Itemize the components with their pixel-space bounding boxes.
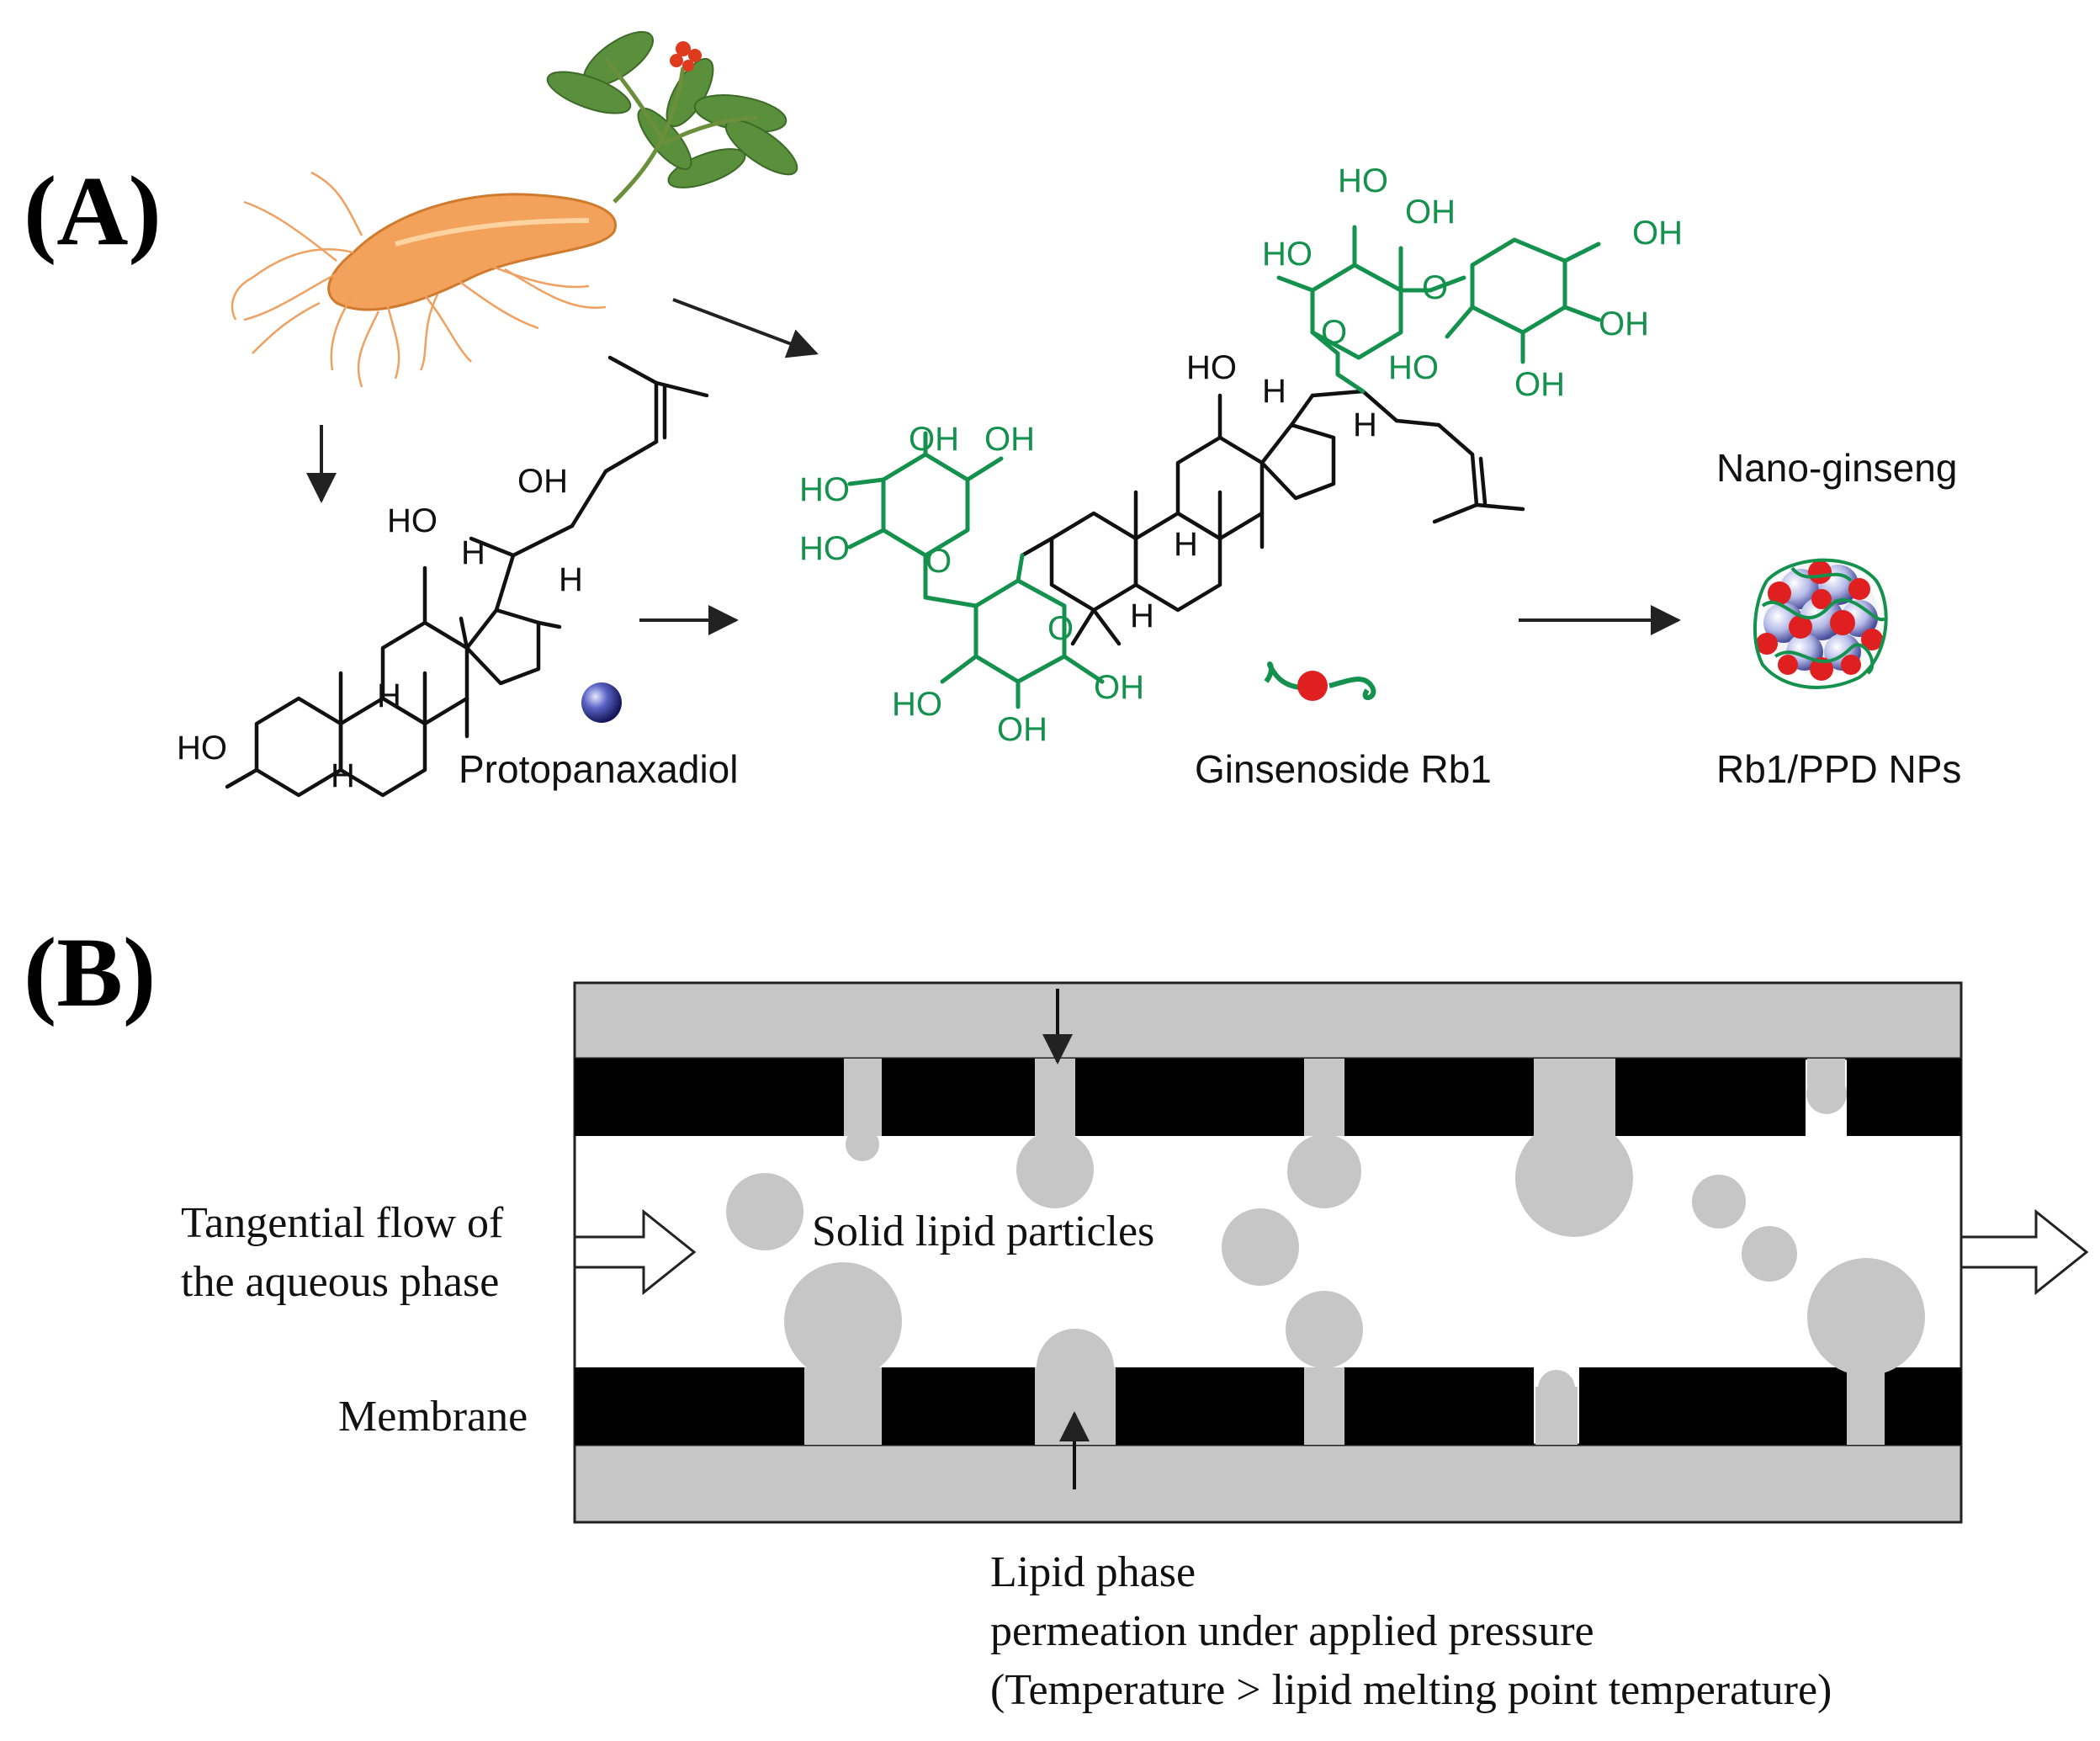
nano-ginseng-title: Nano-ginseng: [1716, 446, 1957, 490]
membrane-label: Membrane: [338, 1393, 528, 1441]
bottom-lipid-reservoir: [573, 1443, 1963, 1524]
svg-text:O: O: [1321, 314, 1347, 351]
svg-text:O: O: [1047, 610, 1074, 647]
bottom-pores: [784, 1258, 1925, 1445]
bottom-membrane: [575, 1367, 1961, 1445]
svg-text:OH: OH: [517, 463, 568, 500]
rb1-molecule-icon: [1264, 661, 1376, 701]
ppd-label: Protopanaxadiol: [459, 747, 738, 791]
particles-label: Solid lipid particles: [812, 1208, 1154, 1255]
svg-text:HO: HO: [1186, 349, 1237, 386]
svg-text:H: H: [331, 757, 355, 794]
svg-text:OH: OH: [1599, 305, 1649, 342]
svg-text:OH: OH: [1094, 669, 1144, 706]
svg-text:H: H: [1130, 597, 1154, 634]
ppd-sphere-icon: [581, 682, 622, 723]
svg-text:HO: HO: [1262, 236, 1312, 273]
svg-text:H: H: [461, 534, 485, 571]
lipid-phase-line-3: (Temperature > lipid melting point tempe…: [990, 1666, 1832, 1714]
svg-text:OH: OH: [909, 421, 959, 458]
nanoparticle-label: Rb1/PPD NPs: [1716, 747, 1961, 791]
svg-text:O: O: [925, 543, 952, 580]
svg-text:H: H: [1262, 373, 1286, 410]
svg-text:H: H: [559, 561, 583, 598]
flow-label-line-1: Tangential flow of: [181, 1199, 504, 1247]
svg-text:HO: HO: [1388, 349, 1439, 386]
membrane-device: [573, 981, 1963, 1524]
panel-b-label: (B): [24, 917, 156, 1027]
ginsenoside-rb1-structure: HO H H H H: [799, 162, 1683, 748]
svg-text:OH: OH: [1405, 194, 1456, 231]
svg-text:OH: OH: [1514, 366, 1565, 403]
top-pores: [844, 1059, 1847, 1237]
rb1-label: Ginsenoside Rb1: [1195, 747, 1492, 791]
svg-text:HO: HO: [387, 502, 438, 539]
svg-text:HO: HO: [892, 686, 942, 723]
outlet-flow-arrow: [1959, 1208, 2089, 1296]
top-lipid-reservoir: [573, 981, 1963, 1060]
inlet-flow-arrow: [573, 1208, 697, 1296]
flow-label-line-2: the aqueous phase: [181, 1258, 499, 1306]
svg-text:HO: HO: [1338, 162, 1388, 199]
svg-text:H: H: [377, 677, 401, 714]
svg-text:OH: OH: [1632, 215, 1683, 252]
solid-lipid-particles: [726, 1173, 1797, 1286]
svg-text:HO: HO: [177, 730, 227, 767]
svg-text:HO: HO: [799, 471, 850, 508]
svg-text:HO: HO: [799, 530, 850, 567]
nanoparticle-icon: [1753, 558, 1888, 689]
ginseng-root-illustration: [231, 30, 798, 388]
svg-text:H: H: [1174, 526, 1198, 563]
top-membrane: [575, 1059, 1961, 1136]
svg-text:OH: OH: [984, 421, 1035, 458]
protopanaxadiol-structure: HO HO OH H H H H: [177, 355, 709, 798]
lipid-phase-line-2: permeation under applied pressure: [990, 1607, 1594, 1655]
lipid-phase-line-1: Lipid phase: [990, 1548, 1196, 1596]
svg-text:OH: OH: [997, 711, 1047, 748]
svg-text:H: H: [1353, 406, 1377, 443]
arrow-root-to-rb1: [672, 298, 819, 358]
svg-text:O: O: [1422, 269, 1448, 306]
panel-a-label: (A): [24, 156, 162, 266]
